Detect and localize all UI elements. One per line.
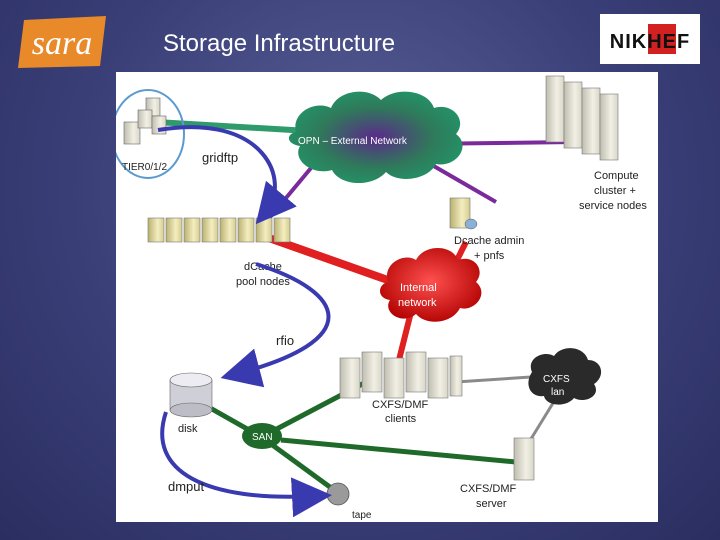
- san-link-tape: [269, 441, 336, 493]
- cxfs-lan-cloud: CXFS lan: [528, 348, 602, 405]
- nikhef-logo: NIKHEF: [600, 14, 700, 64]
- cxfs-clients-node: CXFS/DMF clients: [339, 351, 463, 425]
- tape-node: tape: [326, 482, 372, 521]
- disk-node: disk: [169, 372, 213, 435]
- compute-label-3: service nodes: [579, 200, 647, 212]
- opn-label: OPN – External Network: [298, 136, 408, 147]
- opn-cloud: OPN – External Network: [288, 91, 463, 184]
- rfio-label: rfio: [276, 333, 294, 348]
- slide-title: Storage Infrastructure: [163, 30, 396, 57]
- internal-label-2: network: [398, 297, 437, 309]
- gridftp-arrow: [157, 125, 297, 225]
- tier-node: TIER0/1/2: [116, 89, 185, 179]
- internal-network-cloud: Internal network: [380, 248, 482, 322]
- cxfs-clients-label-1: CXFS/DMF: [372, 399, 429, 411]
- internal-label-1: Internal: [400, 282, 437, 294]
- tape-label: tape: [352, 510, 372, 521]
- diagram-panel: TIER0/1/2 OPN – External Network Compute…: [116, 72, 658, 522]
- tier-label: TIER0/1/2: [122, 162, 167, 173]
- dcache-pool-node: dCache pool nodes: [147, 217, 290, 288]
- dmput-label: dmput: [168, 479, 205, 494]
- dmput-arrow: [160, 411, 332, 518]
- sara-logo: sara: [14, 12, 110, 74]
- san-label: SAN: [252, 432, 273, 443]
- san-node: SAN: [242, 423, 282, 449]
- nikhef-logo-text: NIKHEF: [610, 31, 690, 53]
- cxfs-lan-label-2: lan: [551, 387, 564, 398]
- cxfs-lan-label-1: CXFS: [543, 374, 570, 385]
- compute-cluster-node: Compute cluster + service nodes: [545, 75, 647, 212]
- pool-label-2: pool nodes: [236, 276, 290, 288]
- cxfs-server-node: CXFS/DMF server: [460, 437, 535, 510]
- cxfs-server-label-1: CXFS/DMF: [460, 483, 517, 495]
- gridftp-label: gridftp: [202, 150, 238, 165]
- compute-label-1: Compute: [594, 170, 639, 182]
- disk-label: disk: [178, 423, 198, 435]
- sara-logo-text: sara: [32, 25, 92, 62]
- cxfs-server-label-2: server: [476, 498, 507, 510]
- rfio-arrow: [220, 262, 331, 388]
- dcache-admin-label-1: Dcache admin: [454, 235, 524, 247]
- san-link-server: [280, 437, 517, 465]
- dcache-admin-node: Dcache admin + pnfs: [449, 197, 524, 262]
- compute-label-2: cluster +: [594, 185, 636, 197]
- dcache-admin-label-2: + pnfs: [474, 250, 505, 262]
- cxfs-clients-label-2: clients: [385, 413, 417, 425]
